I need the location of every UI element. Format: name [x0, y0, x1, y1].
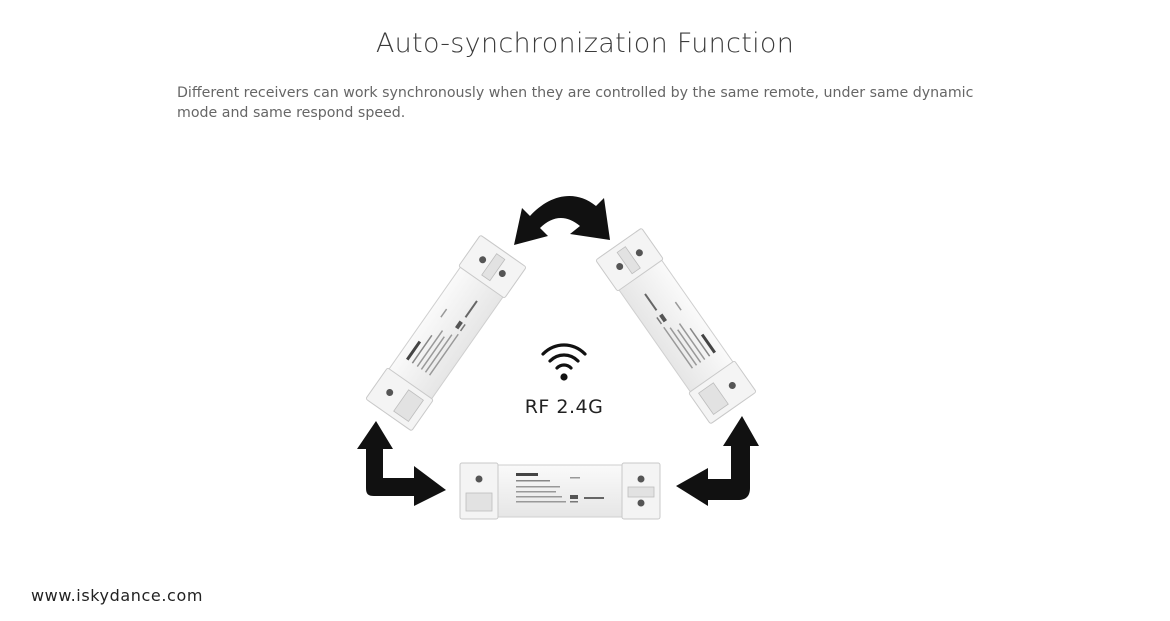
right-sync-arrow	[676, 416, 759, 506]
receiver-left	[365, 234, 527, 432]
receiver-bottom	[459, 462, 661, 520]
description-text: Different receivers can work synchronous…	[177, 85, 974, 121]
left-sync-arrow	[357, 421, 446, 506]
top-sync-arrow	[514, 195, 610, 245]
page-title: Auto-synchronization Function	[375, 28, 795, 59]
website-url[interactable]: www.iskydance.com	[31, 586, 204, 605]
wifi-icon	[541, 343, 587, 381]
receiver-right	[595, 227, 757, 425]
rf-frequency-label: RF 2.4G	[524, 396, 604, 418]
